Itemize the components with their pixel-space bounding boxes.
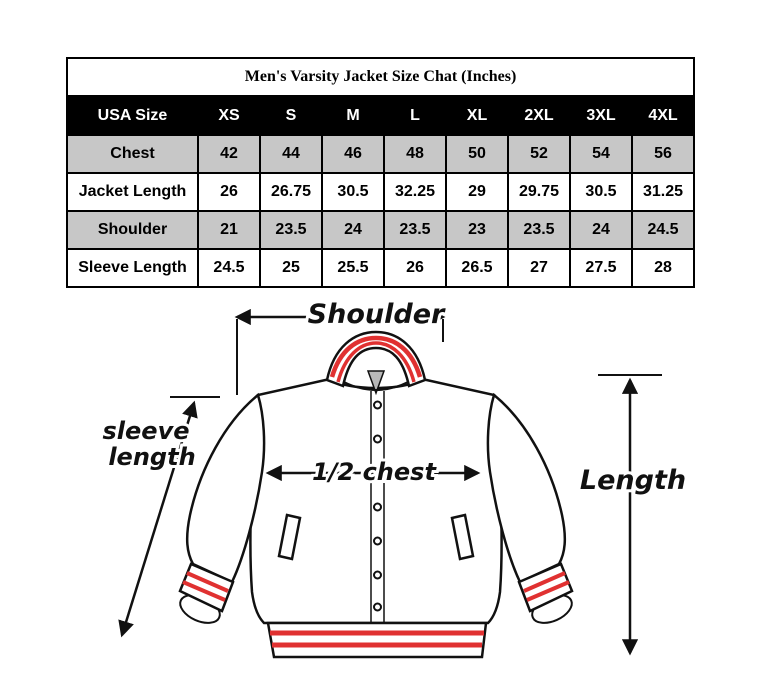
col-header-s: S	[259, 95, 323, 136]
jacket-body	[249, 377, 503, 625]
cell: 30.5	[321, 172, 385, 212]
cell: 26	[383, 248, 447, 288]
row-label: Sleeve Length	[66, 248, 199, 288]
right-cuff-stripe	[523, 571, 566, 593]
shoulder-label: Shoulder	[308, 299, 446, 330]
cell: 25.5	[321, 248, 385, 288]
col-header-2xl: 2XL	[507, 95, 571, 136]
cell: 28	[630, 248, 696, 288]
collar-stripe	[336, 341, 416, 383]
sleeve-arrow-line	[118, 400, 198, 638]
col-header-xl: XL	[445, 95, 509, 136]
table-row-jacket-length: Jacket Length 26 26.75 30.5 32.25 29 29.…	[66, 172, 696, 212]
sleeve-length-label-line1: sleeve	[103, 417, 190, 445]
cell: 52	[507, 134, 571, 174]
jacket-measurement-diagram: Shoulder sleeve length 1/2 chest Length	[100, 296, 689, 659]
col-header-l: L	[383, 95, 447, 136]
row-label: Chest	[66, 134, 199, 174]
table-title-row: Men's Varsity Jacket Size Chat (Inches)	[65, 57, 696, 97]
cell: 44	[259, 134, 323, 174]
waistband	[266, 621, 488, 659]
collar-hang-loop	[366, 370, 386, 396]
col-header-m: M	[321, 95, 385, 136]
cell: 50	[445, 134, 509, 174]
cell: 42	[197, 134, 261, 174]
table-title: Men's Varsity Jacket Size Chat (Inches)	[65, 57, 696, 97]
cell: 23.5	[259, 210, 323, 250]
cell: 25	[259, 248, 323, 288]
cell: 26.5	[445, 248, 509, 288]
cell: 31.25	[630, 172, 696, 212]
cell: 56	[630, 134, 696, 174]
cell: 46	[321, 134, 385, 174]
half-chest-label: 1/2 chest	[312, 458, 437, 486]
collar-stripe	[329, 335, 423, 378]
size-table: Men's Varsity Jacket Size Chat (Inches) …	[65, 57, 696, 288]
cell: 24.5	[630, 210, 696, 250]
length-label: Length	[580, 465, 686, 496]
right-pocket	[450, 513, 475, 561]
sleeve-length-label-line2: length	[108, 443, 195, 471]
cell: 27.5	[569, 248, 633, 288]
cell: 21	[197, 210, 261, 250]
cell: 26	[197, 172, 261, 212]
col-header-4xl: 4XL	[630, 95, 696, 136]
row-label: Shoulder	[66, 210, 199, 250]
cell: 29	[445, 172, 509, 212]
cell: 29.75	[507, 172, 571, 212]
cell: 23.5	[383, 210, 447, 250]
col-header-3xl: 3XL	[569, 95, 633, 136]
right-cuff-stripe	[526, 580, 570, 602]
col-header-usa-size: USA Size	[66, 95, 199, 136]
inner-neckline	[341, 380, 411, 391]
left-pocket	[277, 513, 302, 561]
table-row-shoulder: Shoulder 21 23.5 24 23.5 23 23.5 24 24.5	[66, 210, 696, 250]
cell: 32.25	[383, 172, 447, 212]
cell: 48	[383, 134, 447, 174]
table-row-chest: Chest 42 44 46 48 50 52 54 56	[66, 134, 696, 174]
col-header-xs: XS	[197, 95, 261, 136]
cell: 24	[569, 210, 633, 250]
cell: 26.75	[259, 172, 323, 212]
cell: 23.5	[507, 210, 571, 250]
cell: 24	[321, 210, 385, 250]
cell: 23	[445, 210, 509, 250]
cell: 27	[507, 248, 571, 288]
cell: 54	[569, 134, 633, 174]
table-header-row: USA Size XS S M L XL 2XL 3XL 4XL	[66, 95, 696, 136]
cell: 30.5	[569, 172, 633, 212]
table-row-sleeve-length: Sleeve Length 24.5 25 25.5 26 26.5 27 27…	[66, 248, 696, 288]
cell: 24.5	[197, 248, 261, 288]
row-label: Jacket Length	[66, 172, 199, 212]
